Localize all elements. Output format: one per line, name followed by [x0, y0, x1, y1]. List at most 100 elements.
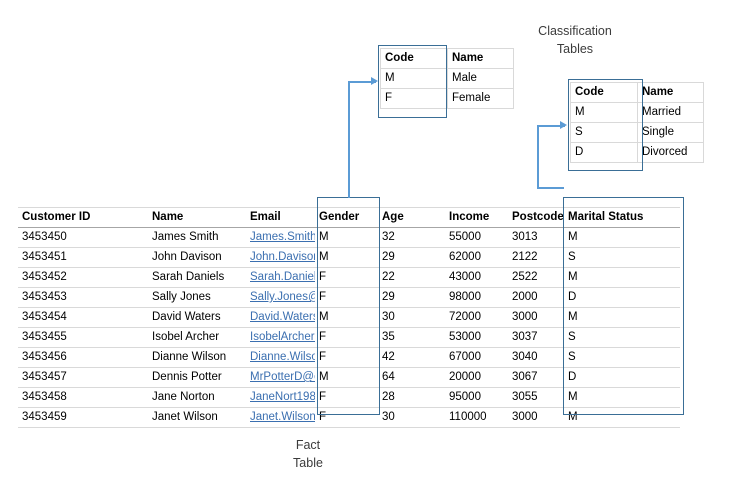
gender-connector-horizontal-line	[348, 81, 376, 83]
cell-age: 28	[378, 387, 445, 408]
cell-customer-id: 3453459	[18, 407, 148, 428]
column-header-gender: Gender	[315, 207, 378, 228]
cell-name: Isobel Archer	[148, 327, 246, 348]
email-link[interactable]: JaneNort1987@	[250, 391, 315, 403]
email-link[interactable]: Sally.Jones@g	[250, 291, 315, 303]
cell-customer-id: 3453455	[18, 327, 148, 348]
column-header-name: Name	[148, 207, 246, 228]
marital-connector-bottom-horizontal-line	[537, 187, 564, 189]
cell-postcode: 2522	[508, 267, 564, 288]
cell-age: 29	[378, 287, 445, 308]
column-header-customer-id: Customer ID	[18, 207, 148, 228]
cell-gender: F	[315, 327, 378, 348]
email-link[interactable]: James.Smith@	[250, 231, 315, 243]
email-link[interactable]: MrPotterD@o	[250, 371, 315, 383]
cell-email[interactable]: Sarah.Daniels@	[246, 267, 315, 288]
cell-age: 30	[378, 407, 445, 428]
cell-income: 43000	[445, 267, 508, 288]
cell-email[interactable]: Sally.Jones@g	[246, 287, 315, 308]
cell-name: David Waters	[148, 307, 246, 328]
cell-name: Janet Wilson	[148, 407, 246, 428]
cell-postcode: 3040	[508, 347, 564, 368]
fact-table-label: Fact Table	[293, 438, 323, 470]
email-link[interactable]: Janet.Wilson@	[250, 411, 315, 423]
cell-email[interactable]: John.Davison@	[246, 247, 315, 268]
cell-income: 20000	[445, 367, 508, 388]
cell-gender: F	[315, 267, 378, 288]
cell-email[interactable]: James.Smith@	[246, 227, 315, 248]
gender-connector-arrow-icon	[371, 77, 378, 85]
cell-gender: F	[315, 387, 378, 408]
marital-connector-vertical-line	[537, 125, 539, 188]
cell-age: 42	[378, 347, 445, 368]
email-link[interactable]: IsobelArcher@	[250, 331, 315, 343]
cell-customer-id: 3453453	[18, 287, 148, 308]
gender-cell-name: Female	[447, 88, 514, 109]
column-header-age: Age	[378, 207, 445, 228]
marital-lookup-header-name: Name	[637, 82, 704, 103]
gender-connector-vertical-line	[348, 81, 350, 198]
marital-connector-top-horizontal-line	[537, 125, 565, 127]
cell-postcode: 3013	[508, 227, 564, 248]
marital-cell-code: S	[570, 122, 638, 143]
cell-marital-status: M	[564, 387, 680, 408]
cell-customer-id: 3453452	[18, 267, 148, 288]
marital-lookup-header-row: Code Name	[570, 82, 704, 103]
marital-cell-name: Married	[637, 102, 704, 123]
cell-postcode: 3055	[508, 387, 564, 408]
marital-cell-code: M	[570, 102, 638, 123]
cell-income: 110000	[445, 407, 508, 428]
cell-email[interactable]: Janet.Wilson@	[246, 407, 315, 428]
cell-marital-status: D	[564, 287, 680, 308]
email-link[interactable]: John.Davison@	[250, 251, 315, 263]
cell-marital-status: M	[564, 227, 680, 248]
cell-postcode: 3000	[508, 407, 564, 428]
cell-gender: F	[315, 407, 378, 428]
marital-connector-arrow-icon	[560, 121, 567, 129]
email-link[interactable]: Dianne.Wilson	[250, 351, 315, 363]
cell-name: John Davison	[148, 247, 246, 268]
email-link[interactable]: David.Waters@	[250, 311, 315, 323]
cell-name: Sarah Daniels	[148, 267, 246, 288]
cell-age: 32	[378, 227, 445, 248]
cell-email[interactable]: MrPotterD@o	[246, 367, 315, 388]
marital-cell-name: Single	[637, 122, 704, 143]
cell-email[interactable]: David.Waters@	[246, 307, 315, 328]
cell-customer-id: 3453450	[18, 227, 148, 248]
email-link[interactable]: Sarah.Daniels@	[250, 271, 315, 283]
cell-gender: M	[315, 367, 378, 388]
cell-age: 64	[378, 367, 445, 388]
gender-lookup-header-name: Name	[447, 48, 514, 69]
cell-age: 29	[378, 247, 445, 268]
cell-age: 30	[378, 307, 445, 328]
gender-lookup-header-code: Code	[380, 48, 448, 69]
cell-email[interactable]: IsobelArcher@	[246, 327, 315, 348]
cell-email[interactable]: JaneNort1987@	[246, 387, 315, 408]
classification-tables-label: Classification Tables	[538, 24, 612, 56]
cell-postcode: 2000	[508, 287, 564, 308]
cell-marital-status: S	[564, 327, 680, 348]
cell-name: Sally Jones	[148, 287, 246, 308]
cell-email[interactable]: Dianne.Wilson	[246, 347, 315, 368]
cell-income: 62000	[445, 247, 508, 268]
cell-marital-status: S	[564, 247, 680, 268]
cell-income: 53000	[445, 327, 508, 348]
gender-cell-name: Male	[447, 68, 514, 89]
gender-cell-code: F	[380, 88, 448, 109]
marital-cell-name: Divorced	[637, 142, 704, 163]
marital-cell-code: D	[570, 142, 638, 163]
